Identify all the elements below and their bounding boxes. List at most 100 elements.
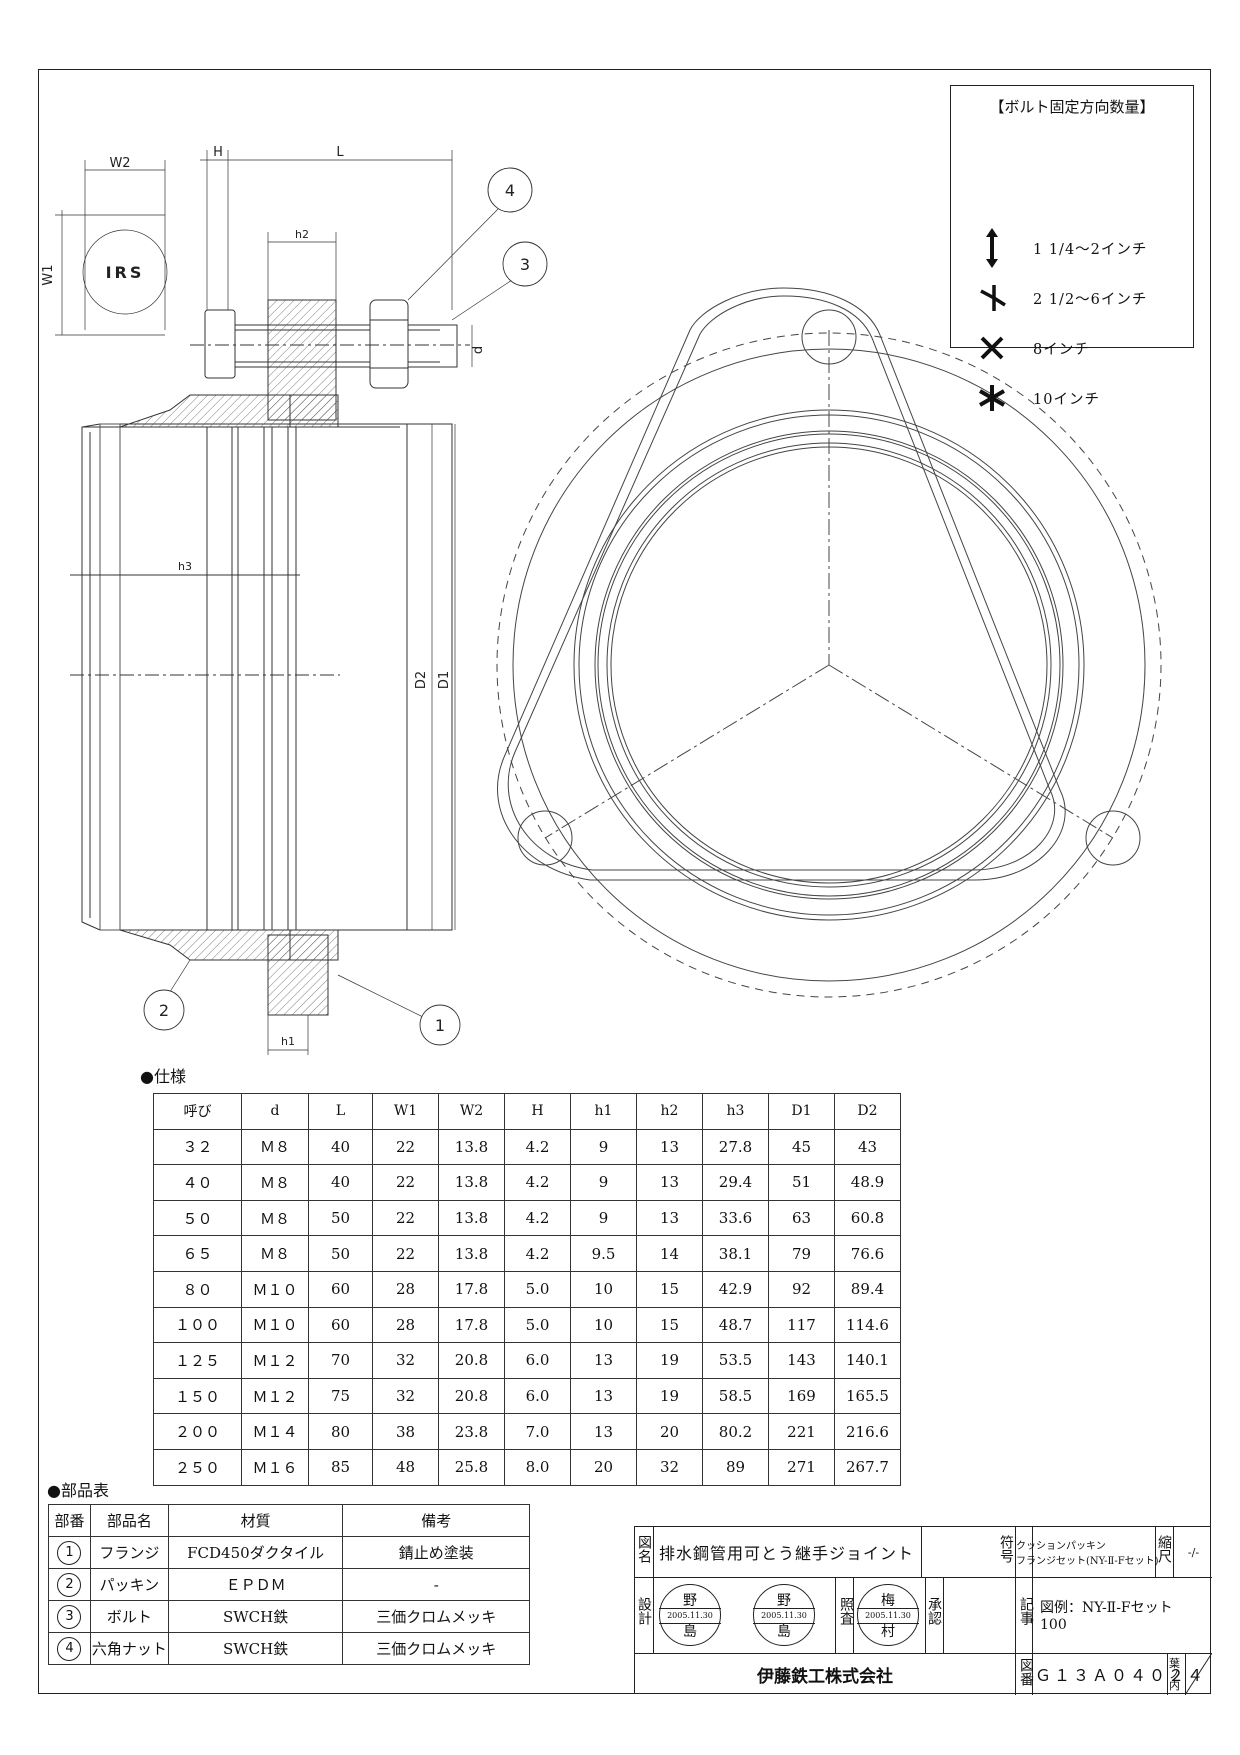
table-cell: Ｍ８ — [241, 1235, 309, 1272]
table-cell: 13 — [570, 1413, 637, 1450]
table-cell: Ｍ８ — [241, 1199, 309, 1237]
table-cell: 三価クロムメッキ — [342, 1632, 530, 1665]
table-cell: 75 — [308, 1377, 373, 1415]
dim-d2-label: D2 — [414, 671, 429, 689]
table-cell: 13 — [636, 1128, 703, 1166]
table-cell: 42.9 — [702, 1270, 769, 1308]
table-cell: 15 — [636, 1306, 703, 1344]
two-way-arrow-icon — [975, 228, 1009, 268]
table-cell: 4.2 — [504, 1164, 571, 1201]
table-cell: ２５０ — [153, 1448, 242, 1486]
note-value: 図例：NY-Ⅱ-Fセット 100 — [1040, 1600, 1187, 1633]
table-cell: 17.8 — [438, 1270, 505, 1308]
spec-header-cell: H — [504, 1093, 571, 1130]
part-number-cell: 2 — [48, 1568, 91, 1601]
table-cell: 165.5 — [834, 1377, 901, 1415]
table-cell: 5.0 — [504, 1270, 571, 1308]
table-cell: 4.2 — [504, 1235, 571, 1272]
legend-title: 【ボルト固定方向数量】 — [989, 98, 1155, 116]
table-cell: 53.5 — [702, 1342, 769, 1379]
table-cell: 22 — [372, 1128, 439, 1166]
table-cell: 22 — [372, 1164, 439, 1201]
spec-section-label: ●仕様 — [140, 1067, 186, 1086]
table-cell: 13 — [636, 1199, 703, 1237]
table-cell: 267.7 — [834, 1448, 901, 1486]
table-cell: 58.5 — [702, 1377, 769, 1415]
part-number-cell: 1 — [48, 1536, 91, 1569]
table-cell: 89 — [702, 1448, 769, 1486]
legend-row-1: 1 1/4～2インチ — [975, 228, 1147, 268]
table-cell: ＥＰＤＭ — [167, 1568, 344, 1601]
shukushaku-label: 縮尺 — [1156, 1535, 1172, 1563]
table-cell: 15 — [636, 1270, 703, 1308]
balloon-1: 1 — [435, 1016, 445, 1035]
sekkei-label: 設計 — [636, 1597, 652, 1625]
table-cell: ２００ — [153, 1413, 242, 1450]
parts-header-cell: 備考 — [342, 1504, 530, 1537]
table-cell: 13.8 — [438, 1128, 505, 1166]
table-cell: 9 — [570, 1128, 637, 1166]
table-cell: 14 — [636, 1235, 703, 1272]
three-way-y-icon — [975, 283, 1009, 313]
table-cell: 6.0 — [504, 1377, 571, 1415]
table-cell: 13.8 — [438, 1235, 505, 1272]
title-block: 図名 排水鋼管用可とう継手ジョイント 符号 クッションパッキンフランジセット(N… — [634, 1526, 1212, 1695]
table-cell: Ｍ８ — [241, 1164, 309, 1201]
table-cell: 271 — [768, 1448, 835, 1486]
table-cell: 13.8 — [438, 1164, 505, 1201]
table-cell: 221 — [768, 1413, 835, 1450]
table-cell: ４０ — [153, 1164, 242, 1201]
table-cell: 60 — [308, 1270, 373, 1308]
table-cell: 51 — [768, 1164, 835, 1201]
dim-l-label: L — [336, 145, 344, 160]
spec-header-cell: W1 — [372, 1093, 439, 1130]
table-cell: 45 — [768, 1128, 835, 1166]
table-cell: 6.0 — [504, 1342, 571, 1379]
table-cell: 92 — [768, 1270, 835, 1308]
spec-header-cell: 呼び — [153, 1093, 242, 1130]
dim-h-label: H — [213, 145, 223, 160]
table-cell: 70 — [308, 1342, 373, 1379]
shosa-label: 照査 — [838, 1597, 854, 1625]
table-cell: 117 — [768, 1306, 835, 1344]
table-cell: Ｍ１６ — [241, 1448, 309, 1486]
table-cell: 76.6 — [834, 1235, 901, 1272]
zuban-label: 図番 — [1018, 1658, 1034, 1686]
legend-row-3: 8インチ — [975, 332, 1090, 364]
table-cell: 48.7 — [702, 1306, 769, 1344]
table-cell: 22 — [372, 1235, 439, 1272]
table-cell: Ｍ１４ — [241, 1413, 309, 1450]
table-cell: 17.8 — [438, 1306, 505, 1344]
fugo-value: クッションパッキンフランジセット(NY-Ⅱ-Fセット) — [1016, 1541, 1159, 1567]
table-cell: 7.0 — [504, 1413, 571, 1450]
table-cell: 10 — [570, 1306, 637, 1344]
table-cell: 22 — [372, 1199, 439, 1237]
dim-d1-label: D1 — [437, 671, 452, 689]
part-number-balloon: 3 — [57, 1604, 82, 1629]
parts-header-cell: 材質 — [167, 1504, 344, 1537]
table-cell: 20.8 — [438, 1342, 505, 1379]
table-cell: 9.5 — [570, 1235, 637, 1272]
table-cell: 9 — [570, 1199, 637, 1237]
table-cell: 28 — [372, 1270, 439, 1308]
zumei-label: 図名 — [636, 1535, 652, 1563]
table-cell: 114.6 — [834, 1306, 901, 1344]
table-cell: 13 — [570, 1342, 637, 1379]
parts-header-row: 部番部品名材質備考 — [48, 1504, 530, 1537]
irs-logo: IRS — [106, 263, 145, 282]
table-cell: Ｍ１２ — [241, 1377, 309, 1415]
table-cell: 六角ナット — [89, 1632, 169, 1665]
table-cell: 40 — [308, 1128, 373, 1166]
table-cell: 80 — [308, 1413, 373, 1450]
